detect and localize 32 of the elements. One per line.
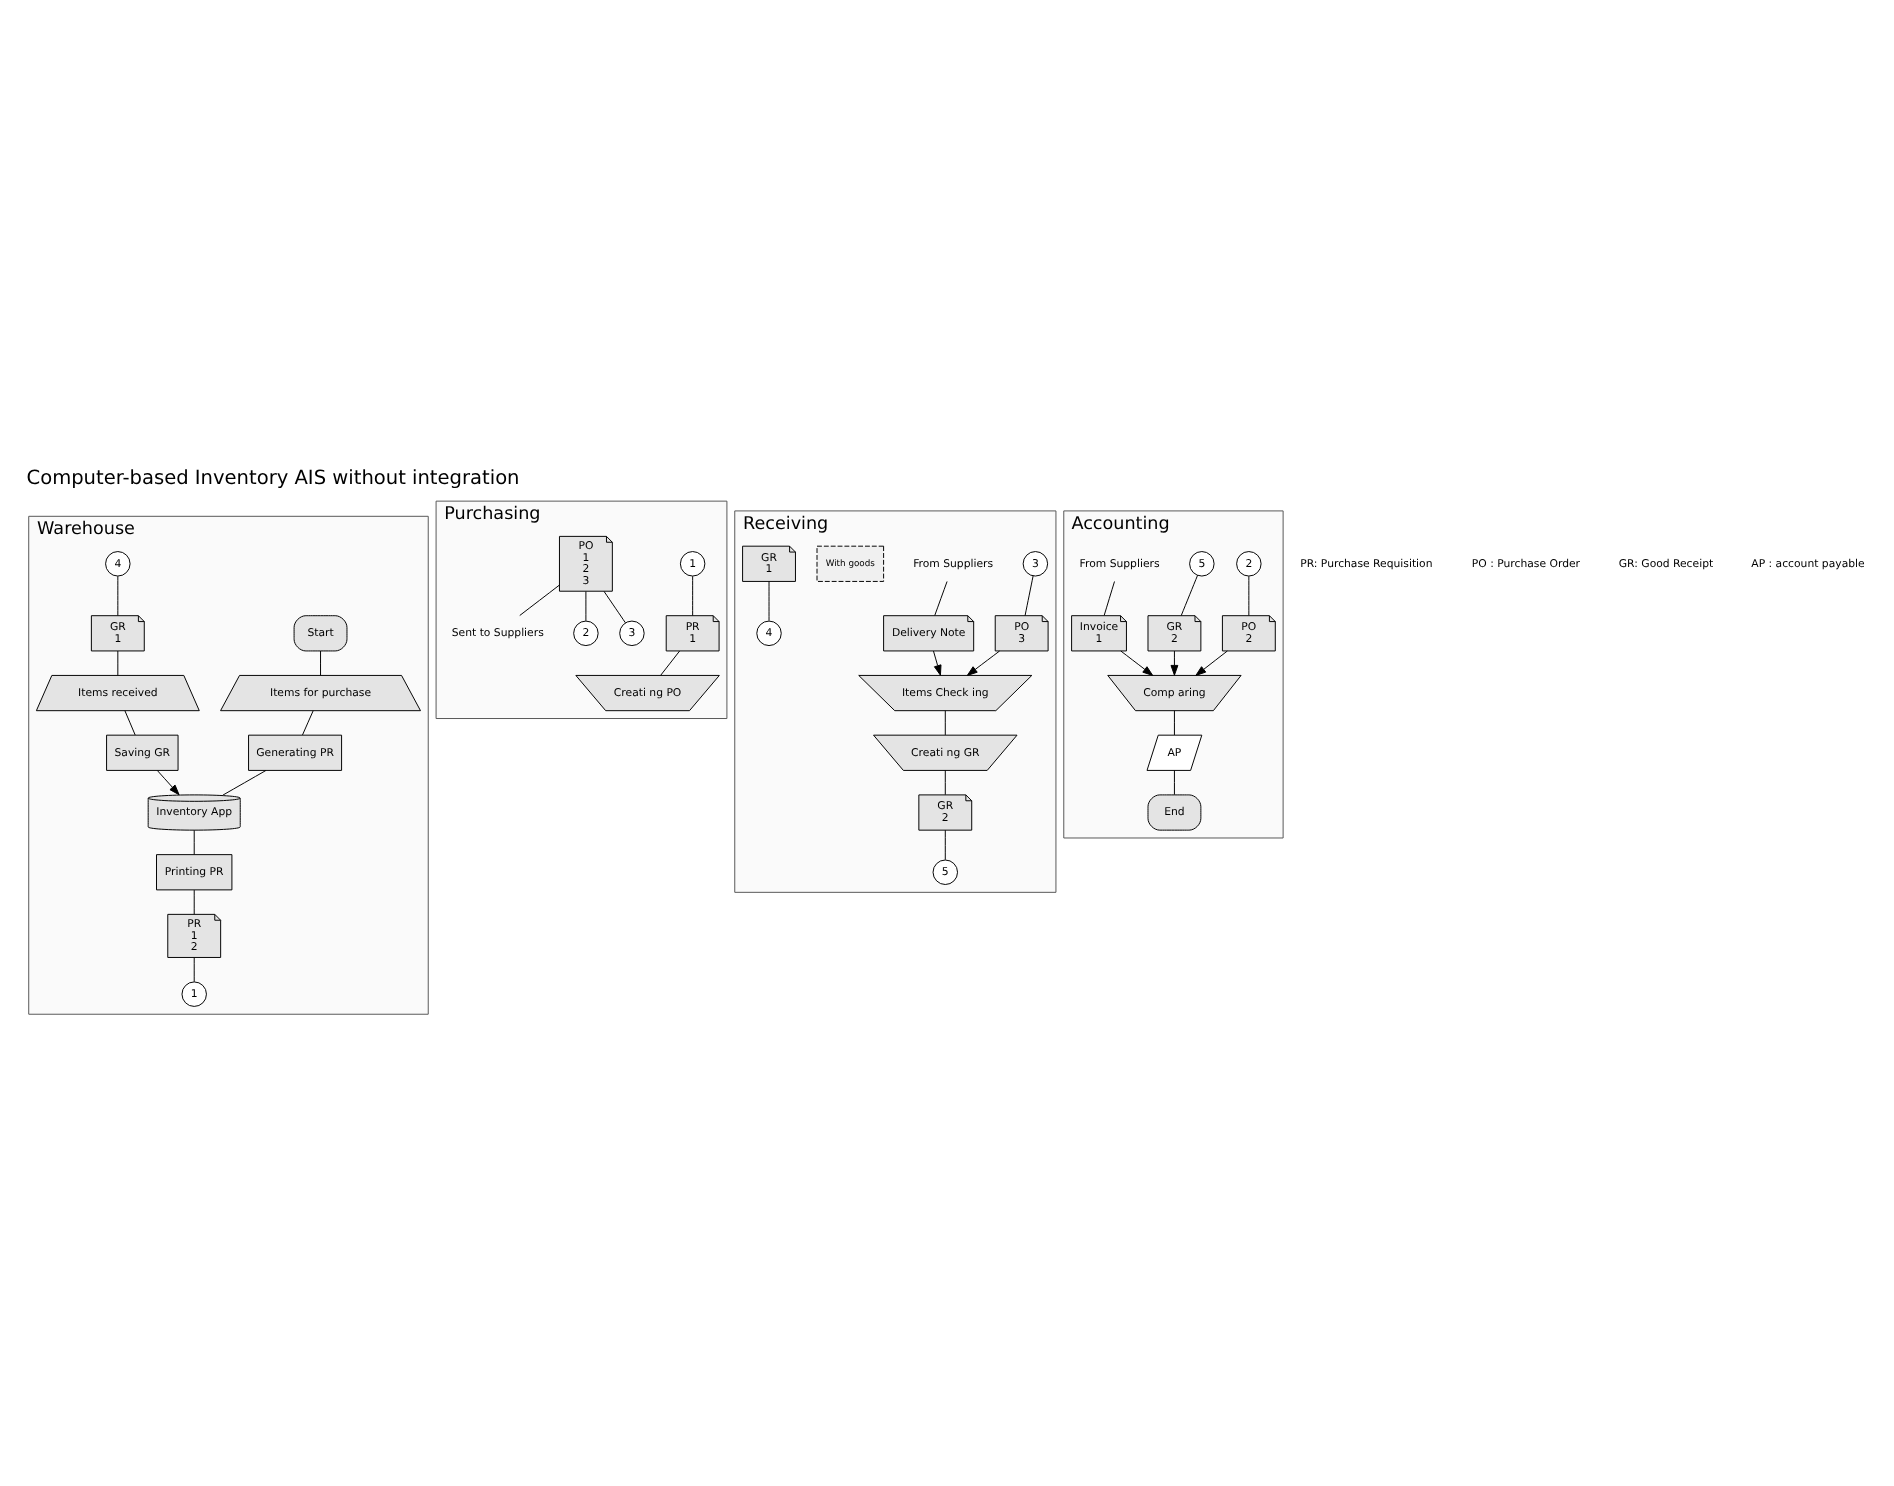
- arrow: [966, 650, 1001, 676]
- connector: [1173, 770, 1175, 796]
- connector: [585, 591, 587, 622]
- connector: [124, 710, 136, 736]
- connector: [1180, 574, 1199, 617]
- connector: [660, 650, 681, 676]
- connector: [944, 710, 946, 736]
- connector: [320, 650, 321, 676]
- connector: [1173, 710, 1175, 736]
- arrow: [156, 770, 180, 796]
- connector: [1024, 575, 1034, 617]
- arrow: [1120, 650, 1154, 676]
- connector: [1103, 581, 1115, 616]
- connector: [944, 829, 946, 861]
- connector: [193, 957, 195, 983]
- arrow: [1170, 650, 1179, 676]
- arrow: [932, 650, 942, 676]
- arrow: [1195, 650, 1228, 676]
- connector: [768, 581, 770, 622]
- connector: [603, 591, 626, 624]
- connector: [934, 581, 948, 616]
- connector: [193, 829, 195, 855]
- connector: [692, 575, 694, 616]
- connector: [944, 770, 946, 796]
- connector: [1248, 575, 1250, 616]
- diagram-title: Computer-based Inventory AIS without integration: [26, 467, 520, 490]
- connector: [117, 650, 119, 676]
- connector: [222, 770, 267, 796]
- connector: [193, 889, 195, 915]
- connector: [302, 710, 314, 736]
- connector: [519, 584, 560, 616]
- connector: [117, 575, 119, 616]
